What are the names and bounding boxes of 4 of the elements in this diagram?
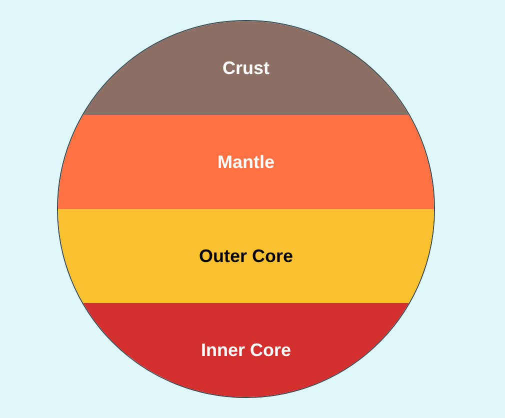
layer-label: Mantle xyxy=(217,152,274,172)
layer-label: Inner Core xyxy=(200,340,292,360)
layer-label: Crust xyxy=(222,58,270,78)
layer-label: Outer Core xyxy=(198,246,294,266)
